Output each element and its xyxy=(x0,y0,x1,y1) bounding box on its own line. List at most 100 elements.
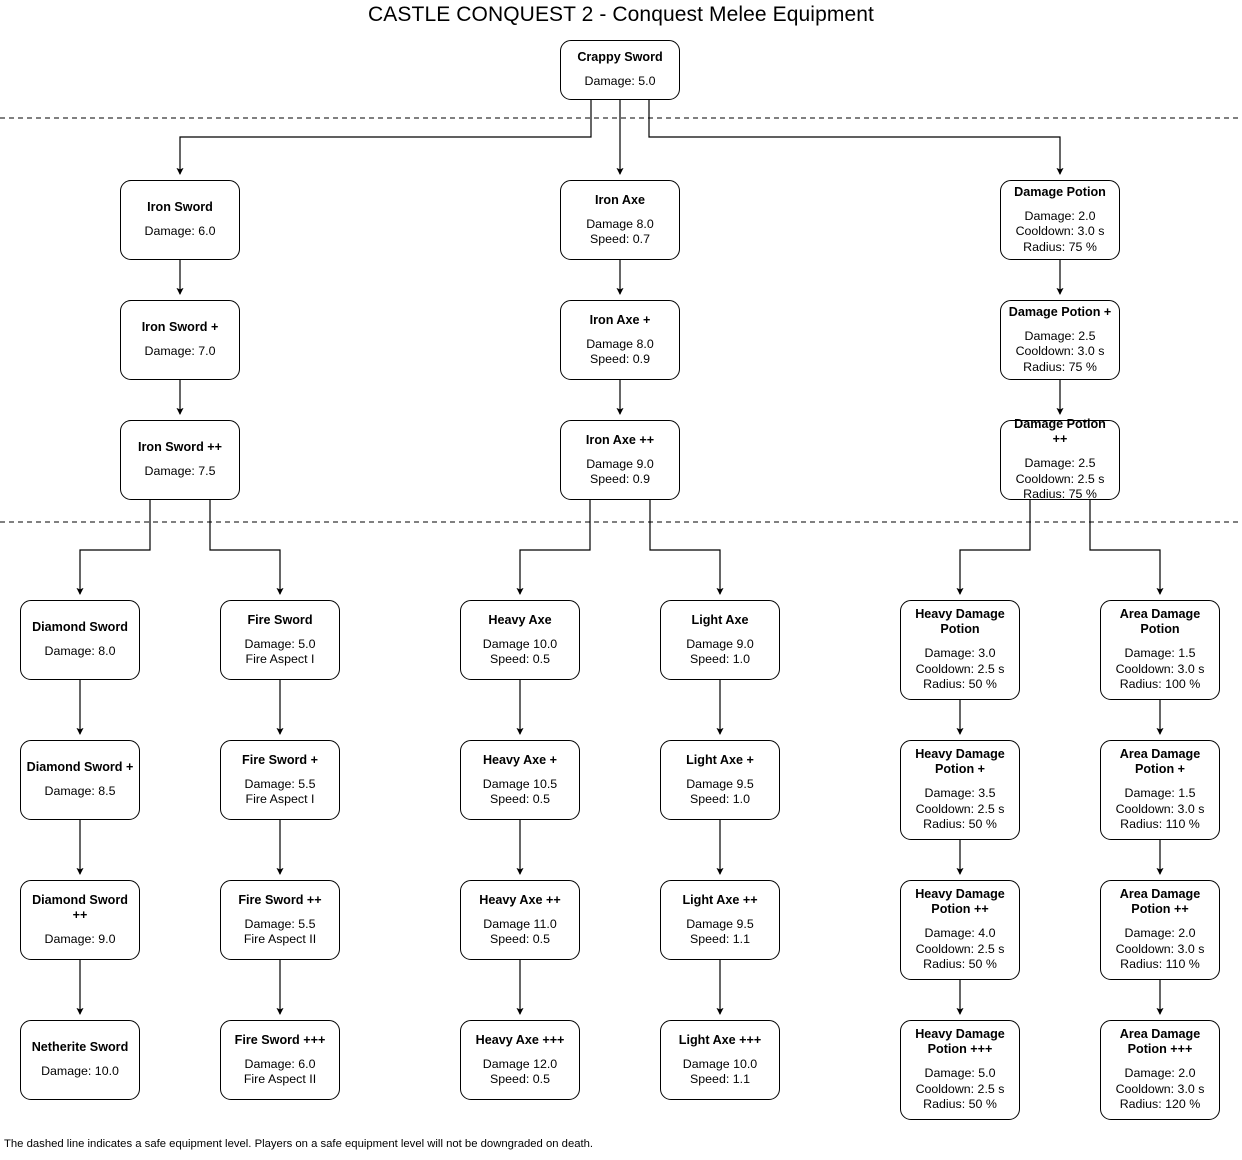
node-iron-axe-plusplus[interactable]: Iron Axe ++ Damage 9.0 Speed: 0.9 xyxy=(560,420,680,500)
node-title: Damage Potion + xyxy=(1008,304,1112,319)
node-stats: Damage: 3.0 Cooldown: 2.5 s Radius: 50 % xyxy=(915,646,1005,692)
node-iron-sword-plus[interactable]: Iron Sword +Damage: 7.0 xyxy=(120,300,240,380)
node-area-damage-potion-plus[interactable]: Area Damage Potion + Damage: 1.5 Cooldown… xyxy=(1100,740,1220,840)
node-stats: Damage 12.0 Speed: 0.5 xyxy=(482,1056,558,1086)
node-stats: Damage: 4.0 Cooldown: 2.5 s Radius: 50 % xyxy=(915,926,1005,972)
node-title: Crappy Sword xyxy=(577,50,663,65)
node-title: Area Damage Potion ++ xyxy=(1119,887,1201,917)
node-stats: Damage: 1.5 Cooldown: 3.0 s Radius: 100 … xyxy=(1115,646,1205,692)
node-title: Damage Potion ++ xyxy=(1014,417,1106,447)
node-title: Iron Axe ++ xyxy=(585,432,655,447)
node-light-axe-plus[interactable]: Light Axe +Damage 9.5 Speed: 1.0 xyxy=(660,740,780,820)
node-stats: Damage 10.0 Speed: 1.1 xyxy=(682,1056,758,1086)
node-heavy-damage-potion-plus[interactable]: Heavy Damage Potion + Damage: 3.5 Cooldow… xyxy=(900,740,1020,840)
node-damage-potion-plusplus[interactable]: Damage Potion ++Damage: 2.5 Cooldown: 2.… xyxy=(1000,417,1120,501)
node-title: Area Damage Potion + xyxy=(1119,747,1201,777)
node-iron-axe-plus[interactable]: Iron Axe + Damage 8.0 Speed: 0.9 xyxy=(560,300,680,380)
node-stats: Damage: 6.0 xyxy=(144,224,216,239)
edge-crappy-sword-to-iron-sword xyxy=(176,100,592,175)
edge-crappy-sword-to-damage-potion xyxy=(648,100,1064,175)
node-title: Heavy Damage Potion +++ xyxy=(915,1027,1005,1057)
node-title: Light Axe +++ xyxy=(678,1032,762,1047)
node-stats: Damage 8.0 Speed: 0.9 xyxy=(586,336,654,366)
node-title: Damage Potion xyxy=(1014,184,1106,199)
node-stats: Damage: 2.0 Cooldown: 3.0 s Radius: 110 … xyxy=(1115,926,1205,972)
edge-iron-axe-plusplus-to-light-axe xyxy=(649,500,724,595)
node-fire-sword-plusplusplus[interactable]: Fire Sword +++ Damage: 6.0 Fire Aspect II xyxy=(220,1020,340,1100)
node-title: Netherite Sword xyxy=(31,1040,129,1055)
node-heavy-axe-plusplusplus[interactable]: Heavy Axe +++ Damage 12.0 Speed: 0.5 xyxy=(460,1020,580,1100)
node-stats: Damage: 8.5 xyxy=(44,784,116,799)
node-title: Light Axe ++ xyxy=(682,892,758,907)
node-heavy-damage-potion-plusplusplus[interactable]: Heavy Damage Potion +++ Damage: 5.0 Coold… xyxy=(900,1020,1020,1120)
node-stats: Damage: 8.0 xyxy=(44,644,116,659)
node-stats: Damage: 2.5 Cooldown: 3.0 s Radius: 75 % xyxy=(1015,328,1105,374)
node-diamond-sword-plusplus[interactable]: Diamond Sword ++Damage: 9.0 xyxy=(20,880,140,960)
node-stats: Damage 9.0 Speed: 0.9 xyxy=(586,456,654,486)
node-stats: Damage 9.5 Speed: 1.1 xyxy=(686,916,754,946)
node-stats: Damage: 5.5 Fire Aspect I xyxy=(244,776,316,806)
node-stats: Damage: 2.0 Cooldown: 3.0 s Radius: 120 … xyxy=(1115,1066,1205,1112)
node-stats: Damage 8.0 Speed: 0.7 xyxy=(586,216,654,246)
node-stats: Damage: 3.5 Cooldown: 2.5 s Radius: 50 % xyxy=(915,786,1005,832)
node-title: Light Axe + xyxy=(686,752,754,767)
node-stats: Damage: 5.0 Fire Aspect I xyxy=(244,636,316,666)
footnote: The dashed line indicates a safe equipme… xyxy=(4,1138,594,1150)
node-iron-sword-plusplus[interactable]: Iron Sword ++ Damage: 7.5 xyxy=(120,420,240,500)
node-stats: Damage: 1.5 Cooldown: 3.0 s Radius: 110 … xyxy=(1115,786,1205,832)
node-title: Heavy Damage Potion xyxy=(915,607,1005,637)
node-title: Fire Sword + xyxy=(242,752,318,767)
node-title: Iron Sword xyxy=(147,200,213,215)
node-stats: Damage: 5.5 Fire Aspect II xyxy=(243,916,317,946)
node-title: Iron Axe xyxy=(595,192,645,207)
node-stats: Damage 10.0 Speed: 0.5 xyxy=(482,636,558,666)
node-title: Heavy Damage Potion + xyxy=(915,747,1005,777)
node-stats: Damage: 2.0 Cooldown: 3.0 s Radius: 75 % xyxy=(1015,208,1105,254)
node-title: Iron Axe + xyxy=(589,312,651,327)
page-title: CASTLE CONQUEST 2 - Conquest Melee Equip… xyxy=(368,3,874,26)
node-title: Iron Sword ++ xyxy=(138,440,222,455)
node-title: Heavy Axe +++ xyxy=(475,1032,565,1047)
node-damage-potion-plus[interactable]: Damage Potion + Damage: 2.5 Cooldown: 3.0… xyxy=(1000,300,1120,380)
edge-iron-sword-plusplus-to-diamond-sword xyxy=(76,500,151,595)
node-stats: Damage: 7.5 xyxy=(144,464,216,479)
node-title: Fire Sword xyxy=(247,612,313,627)
node-heavy-damage-potion-plusplus[interactable]: Heavy Damage Potion ++ Damage: 4.0 Cooldo… xyxy=(900,880,1020,980)
node-heavy-axe-plus[interactable]: Heavy Axe +Damage 10.5 Speed: 0.5 xyxy=(460,740,580,820)
node-title: Fire Sword ++ xyxy=(238,892,322,907)
node-area-damage-potion-plusplusplus[interactable]: Area Damage Potion +++ Damage: 2.0 Cooldo… xyxy=(1100,1020,1220,1120)
node-stats: Damage: 5.0 Cooldown: 2.5 s Radius: 50 % xyxy=(915,1066,1005,1112)
node-stats: Damage 11.0 Speed: 0.5 xyxy=(483,916,557,946)
node-light-axe-plusplusplus[interactable]: Light Axe +++ Damage 10.0 Speed: 1.1 xyxy=(660,1020,780,1100)
node-area-damage-potion-plusplus[interactable]: Area Damage Potion ++ Damage: 2.0 Cooldow… xyxy=(1100,880,1220,980)
node-light-axe-plusplus[interactable]: Light Axe ++ Damage 9.5 Speed: 1.1 xyxy=(660,880,780,960)
node-title: Heavy Axe xyxy=(488,612,552,627)
node-stats: Damage: 6.0 Fire Aspect II xyxy=(243,1056,317,1086)
node-title: Fire Sword +++ xyxy=(234,1032,326,1047)
node-title: Iron Sword + xyxy=(141,320,219,335)
edge-damage-potion-plusplus-to-heavy-damage-potion xyxy=(956,500,1031,595)
node-title: Area Damage Potion +++ xyxy=(1119,1027,1201,1057)
node-title: Heavy Axe ++ xyxy=(479,892,561,907)
node-title: Light Axe xyxy=(691,612,749,627)
node-heavy-axe-plusplus[interactable]: Heavy Axe ++ Damage 11.0 Speed: 0.5 xyxy=(460,880,580,960)
node-fire-sword-plus[interactable]: Fire Sword + Damage: 5.5 Fire Aspect I xyxy=(220,740,340,820)
node-title: Heavy Damage Potion ++ xyxy=(915,887,1005,917)
node-fire-sword-plusplus[interactable]: Fire Sword ++ Damage: 5.5 Fire Aspect II xyxy=(220,880,340,960)
node-diamond-sword-plus[interactable]: Diamond Sword +Damage: 8.5 xyxy=(20,740,140,820)
node-title: Heavy Axe + xyxy=(482,752,558,767)
node-title: Diamond Sword xyxy=(32,620,128,635)
